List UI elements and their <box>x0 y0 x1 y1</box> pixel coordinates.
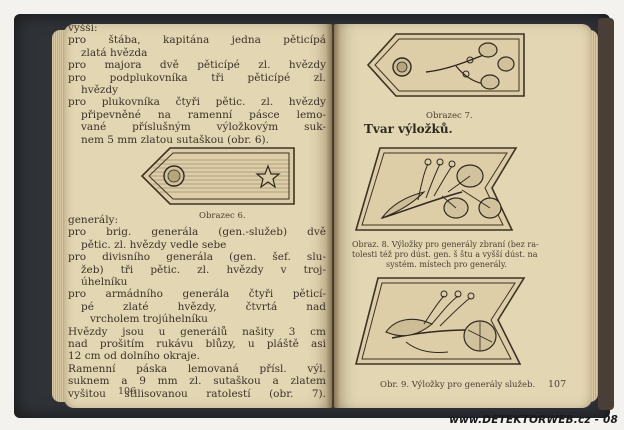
text-line: vané příslušným výložkovým suk- <box>81 121 326 134</box>
text-line: suknem a 9 mm zl. sutaškou a zlatem <box>68 375 326 388</box>
figure-6-shoulder-strap <box>140 147 295 205</box>
text-line: nad prošitím rukávu blůzy, u pláště asi <box>68 338 326 351</box>
page-edges-left <box>52 30 66 402</box>
text-line: pro štába, kapitána jedna pěticípá <box>68 34 326 47</box>
left-text-bottom: generály: pro brig. generála (gen.-služe… <box>68 214 326 400</box>
figure-6-caption: Obrazec 6. <box>199 211 246 221</box>
page-number-left: 106 <box>118 386 137 397</box>
page-edges-right <box>590 30 598 402</box>
text-line: pé zlaté hvězdy, čtvrtá nad <box>81 300 326 313</box>
figure-8-collar-patch <box>354 147 518 231</box>
text-line: vrcholem trojúhelníku <box>90 313 208 326</box>
caption-line: systém. místech pro generály. <box>386 260 507 269</box>
text-line: žeb) tři pětic. zl. hvězdy v troj- <box>81 263 326 276</box>
text-line: úhelníku <box>81 276 128 289</box>
text-line: pro brig. generála (gen.-služeb) dvě <box>68 226 326 239</box>
text-line: pro armádního generála čtyři pěticí- <box>68 288 326 301</box>
text-line: pro majora dvě pěticípé zl. hvězdy <box>68 59 326 72</box>
text-line: pro podplukovníka tři pěticípé zl. <box>68 71 326 84</box>
text-line: Hvězdy jsou u generálů našity 3 cm <box>68 325 326 338</box>
text-line: generály: <box>68 214 119 226</box>
figure-7-shoulder-strap <box>366 33 525 97</box>
text-line: připevněné na ramenní pásce lemo- <box>81 108 326 121</box>
text-line: pětic. zl. hvězdy vedle sebe <box>81 238 227 251</box>
book-gutter <box>326 24 340 408</box>
figure-9-collar-patch <box>354 277 526 365</box>
text-line: vyšší: <box>68 22 98 34</box>
text-line: Ramenní páska lemovaná přísl. výl. <box>68 362 326 375</box>
section-heading: Tvar výložků. <box>364 122 453 136</box>
caption-line: Obraz. 8. Výložky pro generály zbraní (b… <box>352 240 539 249</box>
text-line: zlatá hvězda <box>81 46 148 59</box>
watermark: www.DETEKTORWEB.cz - 08 <box>449 414 618 426</box>
left-page <box>64 24 332 408</box>
figure-9-caption: Obr. 9. Výložky pro generály služeb. <box>380 380 536 390</box>
figure-7-caption: Obrazec 7. <box>426 111 473 121</box>
text-line: hvězdy <box>81 84 119 97</box>
caption-line: tolesti též pro dúst. gen. š štu a vyšší… <box>352 250 538 259</box>
text-line: 12 cm od dolního okraje. <box>68 350 200 363</box>
page-number-right: 107 <box>548 379 567 390</box>
book-cover-edge <box>598 18 614 410</box>
text-line: pro divisního generála (gen. šef. slu- <box>68 251 326 264</box>
left-text-top: vyšší: pro štába, kapitána jedna pěticíp… <box>68 22 326 146</box>
text-line: vyšitou stilisovanou ratolestí (obr. 7). <box>68 387 326 400</box>
text-line: nem 5 mm zlatou sutaškou (obr. 6). <box>81 133 269 146</box>
figure-8-caption: Obraz. 8. Výložky pro generály zbraní (b… <box>352 240 539 270</box>
text-line: pro plukovníka čtyři pětic. zl. hvězdy <box>68 96 326 109</box>
